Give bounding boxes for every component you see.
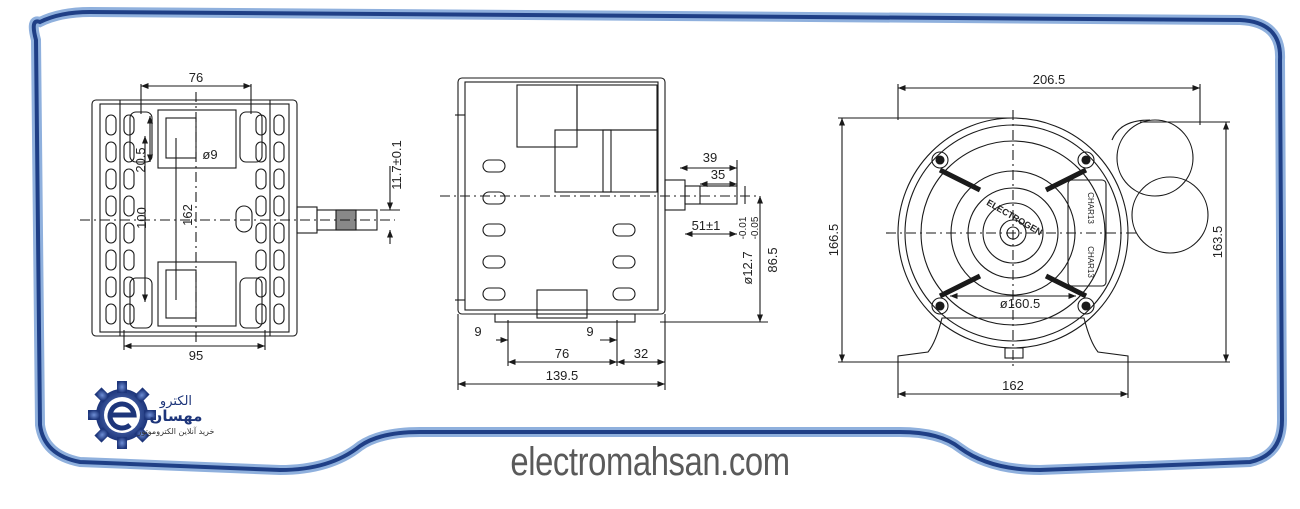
dim-side-bore: ø9 <box>202 147 217 162</box>
dim-end-right: 163.5 <box>1210 226 1225 259</box>
logo-tagline: خرید آنلاین الکتروموتور <box>137 426 215 436</box>
dim-front-86: 86.5 <box>765 247 780 272</box>
dim-end-bottom: 162 <box>1002 378 1024 393</box>
dim-side-slot: 20.5 <box>133 147 148 172</box>
watermark-url: electromahsan.com <box>510 440 790 484</box>
dim-side-shaft-offset: 11.7±0.1 <box>389 140 404 190</box>
front-view-dimension-labels: 39 35 51±1 ø12.7 -0.01 -0.05 86.5 9 9 76… <box>474 150 780 383</box>
logo-title-line2: مهسان <box>150 407 203 425</box>
dim-front-32: 32 <box>634 346 648 361</box>
logo-text: الکترو مهسان خرید آنلاین الکتروموتور <box>137 394 215 436</box>
dim-front-76: 76 <box>555 346 569 361</box>
end-capacitor-marking-2: CHAR13 <box>1086 246 1095 278</box>
dim-side-bottom: 95 <box>189 348 203 363</box>
dim-side-top: 76 <box>189 70 203 85</box>
dim-front-51: 51±1 <box>692 218 721 233</box>
side-view-dimension-labels: 76 ø9 20.5 100 162 95 11.7±0.1 <box>133 70 404 363</box>
dim-front-shaft: ø12.7 <box>740 251 755 284</box>
front-louvres <box>482 159 636 301</box>
dim-end-top: 206.5 <box>1033 72 1066 87</box>
dim-front-139: 139.5 <box>546 368 579 383</box>
end-view <box>838 84 1230 398</box>
cooling-slots-left <box>105 114 135 325</box>
dim-front-9a: 9 <box>474 324 481 339</box>
dim-side-height-mid: 162 <box>180 204 195 226</box>
decorative-frame <box>28 6 1288 476</box>
end-capacitor-marking-1: CHAR13 <box>1086 192 1095 224</box>
dim-front-shaft-tol-upper: -0.01 <box>738 216 749 239</box>
side-view <box>80 82 400 350</box>
dim-end-bore: ø160.5 <box>1000 296 1040 311</box>
dim-front-39: 39 <box>703 150 717 165</box>
dim-front-9b: 9 <box>586 324 593 339</box>
dim-front-shaft-tol-lower: -0.05 <box>750 216 761 239</box>
dim-side-height-left: 100 <box>134 207 149 229</box>
dim-end-left: 166.5 <box>826 224 841 257</box>
gear-e-logo-icon <box>88 381 156 449</box>
front-view <box>440 77 768 390</box>
logo-title-line1: الکترو <box>159 394 192 409</box>
dim-front-35: 35 <box>711 167 725 182</box>
